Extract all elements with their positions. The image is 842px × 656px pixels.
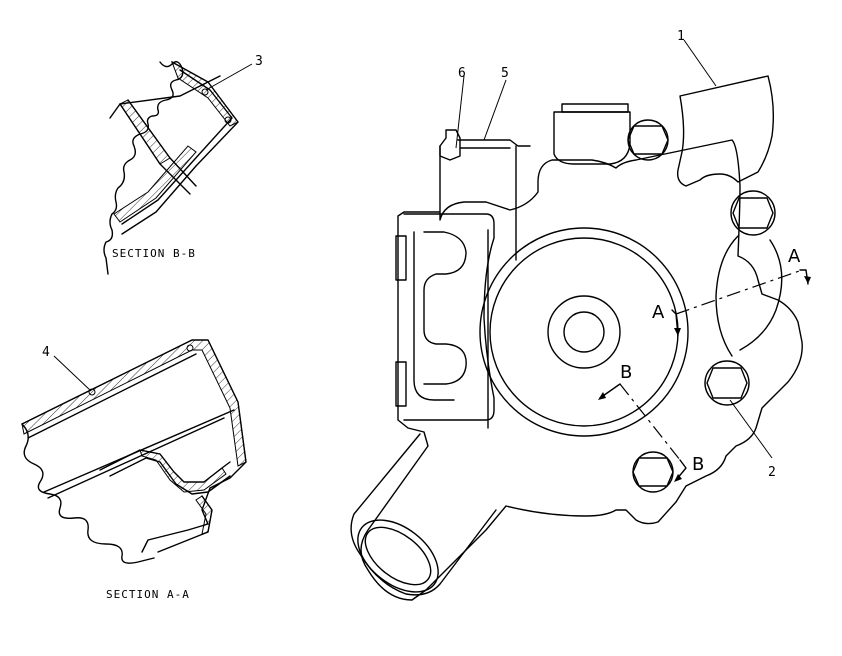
section-a-a-view: 4 SECTION A-A (21, 339, 247, 601)
section-a-label-top: A (788, 246, 801, 267)
section-b-b-title: SECTION B-B (112, 247, 196, 260)
callout-4: 4 (42, 345, 50, 360)
callout-6: 6 (458, 66, 466, 81)
water-pump-housing (350, 39, 803, 601)
section-line-b-b: B B (598, 362, 704, 482)
section-b-b-view: 3 SECTION B-B (103, 54, 263, 275)
section-a-label-bottom: A (652, 302, 665, 323)
callout-1: 1 (677, 29, 685, 44)
callout-3: 3 (255, 54, 263, 69)
section-line-a-a: A A (652, 246, 811, 337)
section-b-label-bottom: B (692, 454, 704, 475)
callout-5: 5 (501, 66, 509, 81)
section-a-a-title: SECTION A-A (106, 588, 190, 601)
callout-2: 2 (768, 465, 776, 480)
section-b-label-top: B (620, 362, 632, 383)
